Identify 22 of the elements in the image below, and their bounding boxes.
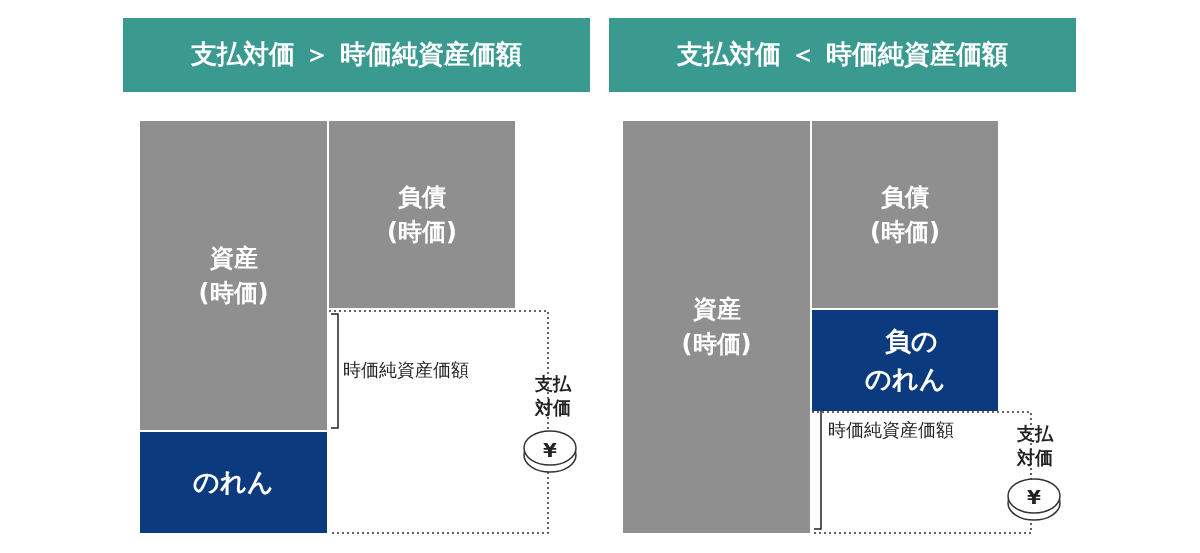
block-label: 負債 (時価) — [869, 181, 941, 248]
liability-block — [812, 121, 998, 308]
asset-block — [140, 121, 327, 430]
value-label: 時価純資産価額 — [343, 358, 470, 382]
block-label: 負債 (時価) — [386, 181, 458, 248]
payment-label: 支払対価 — [1015, 422, 1055, 471]
liability-block — [329, 121, 515, 308]
payment-label: 支払対価 — [533, 372, 573, 421]
negative-goodwill-block — [812, 310, 998, 411]
block-label: 資産 (時価) — [197, 242, 270, 309]
block-label: 資産 (時価) — [680, 294, 753, 360]
block-label: 負ののれん — [863, 324, 947, 396]
asset-block — [623, 121, 810, 533]
title-text: 支払対価 ＞ 時価純資産価額 — [191, 38, 522, 72]
block-label: のれん — [193, 465, 274, 499]
goodwill-block — [140, 432, 327, 533]
title-banner — [123, 18, 590, 92]
yen-sign: ¥ — [542, 437, 558, 464]
value-label: 時価純資産価額 — [828, 418, 955, 442]
title-text: 支払対価 ＜ 時価純資産価額 — [677, 38, 1008, 72]
title-banner — [609, 18, 1076, 92]
yen-sign: ¥ — [1026, 484, 1042, 511]
